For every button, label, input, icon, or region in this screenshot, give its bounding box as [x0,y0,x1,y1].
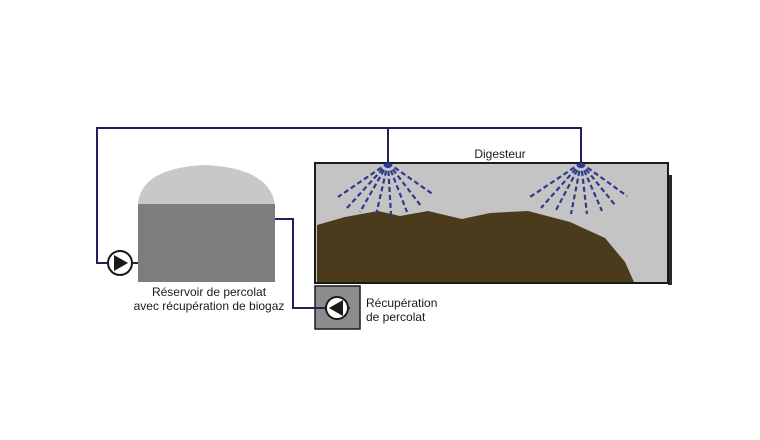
pipe-reservoir-to-recovery [275,218,350,309]
reservoir-label-line1: Réservoir de percolat [152,285,267,299]
spray-nozzle-icon [337,162,435,216]
digester [314,162,672,285]
piping [96,127,582,309]
digester-shadow [668,175,672,285]
reservoir-label-line2: avec récupération de biogaz [134,299,285,313]
recovery-label-line2: de percolat [366,310,426,324]
reservoir-dome [138,165,275,205]
pipe-recirculation-loop [96,127,582,264]
percolate-reservoir [138,165,275,282]
digestate-heap [317,211,634,282]
digester-label: Digesteur [474,147,525,161]
reservoir-body [138,204,275,282]
pump-icon [107,250,133,276]
recovery-label-line1: Récupération [366,296,437,310]
spray-nozzle-icon [529,162,628,215]
pump-icon [325,296,349,320]
